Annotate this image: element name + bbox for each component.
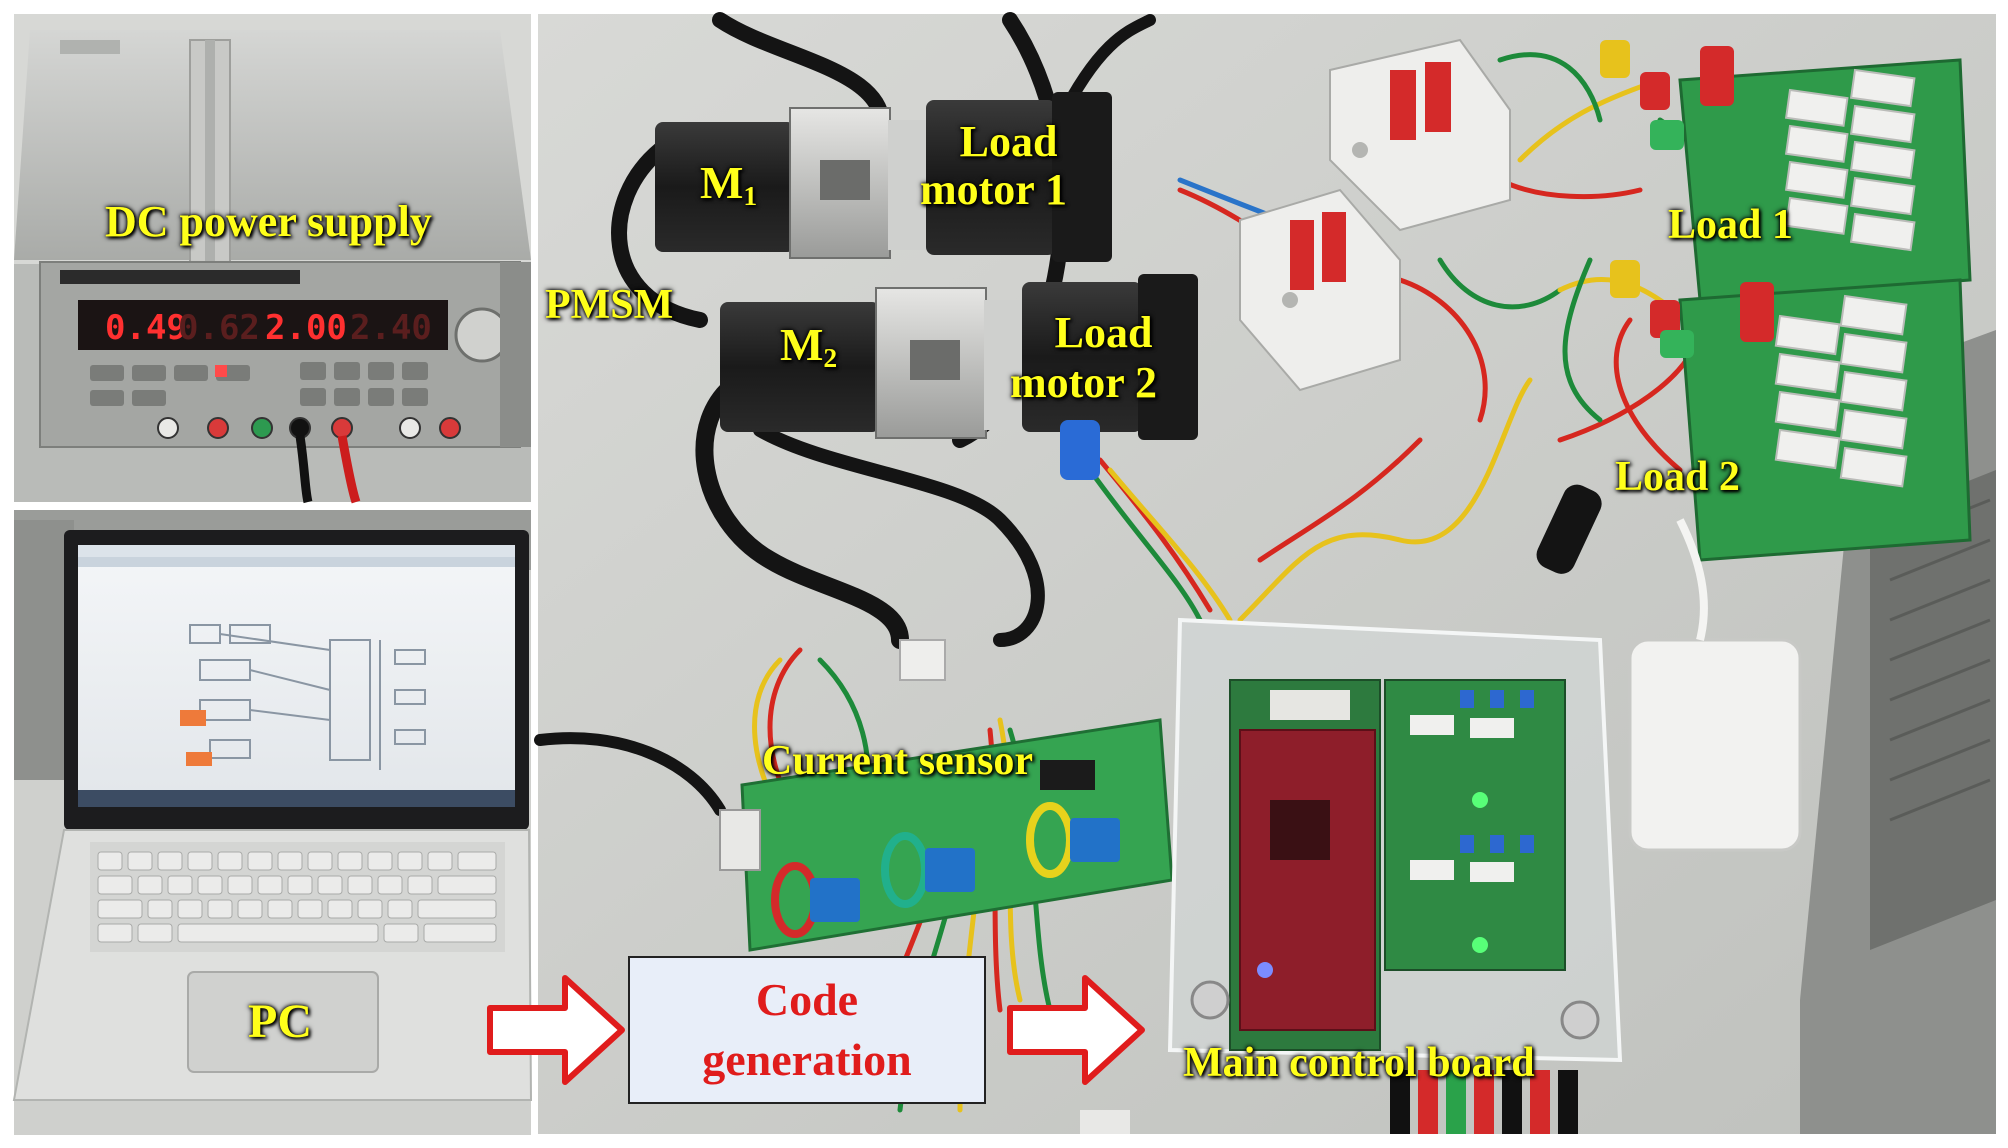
laptop-panel — [12, 510, 533, 1135]
code-generation-line-1: Code — [755, 974, 859, 1025]
bench-panel — [534, 12, 1996, 1134]
psu-panel: 0.49 0.62 2.00 2.40 — [14, 14, 531, 504]
main-control-board — [1167, 617, 1623, 1063]
current-sensor-board — [719, 639, 1174, 952]
load-1-board — [1600, 40, 1972, 302]
label-current-sensor: Current sensor — [762, 738, 1034, 784]
label-main-control-board: Main control board — [1183, 1040, 1535, 1086]
label-m2: M2 — [780, 319, 838, 373]
load-2-board — [1536, 260, 1972, 574]
banana-plugs — [1080, 1070, 1578, 1134]
code-generation-line-2: generation — [702, 1034, 912, 1085]
circuit-breakers — [1239, 38, 1511, 392]
label-dc-power-supply: DC power supply — [105, 197, 432, 246]
arrow-code-to-board — [1007, 975, 1145, 1085]
psu-readout-2: 0.62 — [178, 308, 260, 348]
psu-readout-4: 2.40 — [350, 308, 432, 348]
arrow-pc-to-code — [487, 975, 625, 1085]
motor-2 — [720, 274, 1198, 480]
label-pc: PC — [248, 995, 312, 1048]
label-load-motor-2: Load motor 2 — [1010, 308, 1158, 407]
label-pmsm: PMSM — [545, 282, 674, 328]
psu-readout-3: 2.00 — [265, 308, 347, 348]
code-generation-box: Code generation — [628, 956, 986, 1104]
label-m1: M1 — [700, 157, 758, 211]
label-load-motor-1: Load motor 1 — [920, 117, 1068, 214]
motor-1 — [655, 92, 1112, 262]
psu-readout-1: 0.49 — [105, 308, 187, 348]
label-load-1: Load 1 — [1668, 202, 1793, 248]
label-load-2: Load 2 — [1615, 454, 1740, 500]
power-bank — [1628, 518, 1802, 852]
